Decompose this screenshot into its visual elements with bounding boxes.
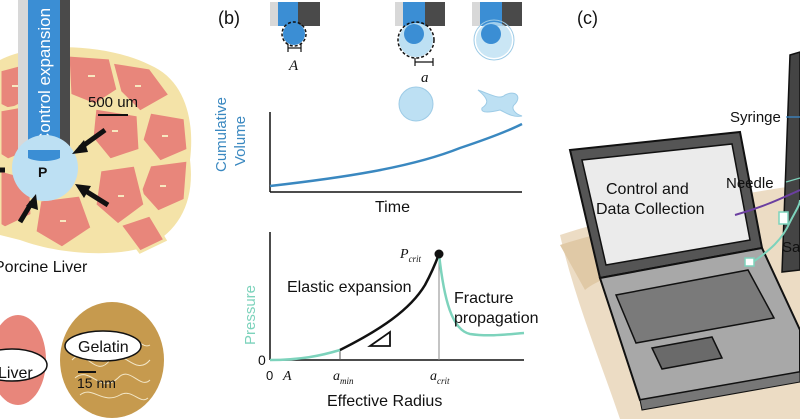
probe-tip-fluid [28, 150, 60, 161]
cell-nuclei [12, 75, 168, 222]
panel-c-label: (c) [577, 8, 598, 28]
data-cable [734, 189, 800, 216]
pressure-xlabel: Effective Radius [327, 393, 442, 410]
pressure-center-label: P [38, 164, 47, 180]
pressure-elastic-segment [339, 253, 441, 352]
sample-label: Sa [782, 239, 800, 256]
tissue-label: Porcine Liver [0, 259, 88, 276]
laptop-trackpad [650, 336, 724, 370]
pressure-y-zero: 0 [258, 352, 266, 368]
fracture-label-line1: Fracture [454, 290, 514, 307]
slope-triangle [367, 330, 391, 347]
volume-plot: Cumulative Volume Time [213, 97, 523, 216]
compression-arrows [0, 127, 110, 224]
pcrit-point [434, 249, 444, 259]
needle-stage-3 [472, 2, 523, 117]
panel-b-label: (b) [218, 8, 240, 28]
pressure-sensor [778, 211, 789, 225]
panel-c: (c) Control and Data Collection Syringe … [560, 8, 800, 419]
volume-ylabel-line2: Volume [232, 116, 249, 166]
liver-scale-label: 500 um [88, 94, 138, 111]
tick-acrit-label: acrit [430, 369, 450, 386]
needle-label: Needle [726, 175, 774, 192]
gelatin-sample-illustration [60, 302, 164, 418]
pcrit-label: Pcrit [399, 247, 422, 264]
elastic-expansion-label: Elastic expansion [287, 279, 412, 296]
volume-xlabel: Time [375, 199, 410, 216]
liver-label: Liver [0, 365, 33, 382]
needle-stage-1 [270, 2, 320, 52]
dimension-a-label: a [421, 70, 429, 86]
laptop-screen [581, 143, 751, 266]
syringe-label: Syringe [730, 109, 781, 126]
probe-fluid-channel [28, 0, 60, 150]
pressure-initial-segment [269, 348, 341, 362]
volume-curve [269, 122, 523, 188]
dimension-A-label: A [288, 58, 299, 74]
probe-light-edge [18, 0, 28, 150]
screen-text-line1: Control and [606, 181, 689, 198]
pressure-plot: Pressure Pcrit Elastic expansion Fractur… [242, 232, 539, 410]
needle-stage-2 [395, 2, 445, 122]
laptop-base-front [639, 371, 800, 411]
tick-amin-label: amin [333, 369, 354, 386]
needle-leader-line [785, 177, 800, 183]
panel-b: (b) A a [213, 2, 539, 410]
pressure-origin-zero: 0 [266, 368, 273, 383]
tubing-connector [744, 257, 755, 267]
tick-A-label: A [282, 369, 292, 384]
gelatin-label: Gelatin [78, 339, 129, 356]
pressure-fracture-segment [437, 253, 525, 337]
fluid-tubing [752, 199, 800, 263]
probe-label: Control expansion [35, 8, 54, 145]
liver-sample-illustration [0, 315, 48, 405]
laptop-keyboard [614, 269, 776, 344]
pressure-ylabel: Pressure [242, 285, 259, 345]
gelatin-scale-label: 15 nm [77, 375, 116, 391]
fracture-label-line2: propagation [454, 310, 539, 327]
panel-a: Control expansion P 500 um Porcine Liver… [0, 0, 192, 418]
screen-text-line2: Data Collection [596, 201, 705, 218]
volume-ylabel-line1: Cumulative [213, 97, 230, 172]
